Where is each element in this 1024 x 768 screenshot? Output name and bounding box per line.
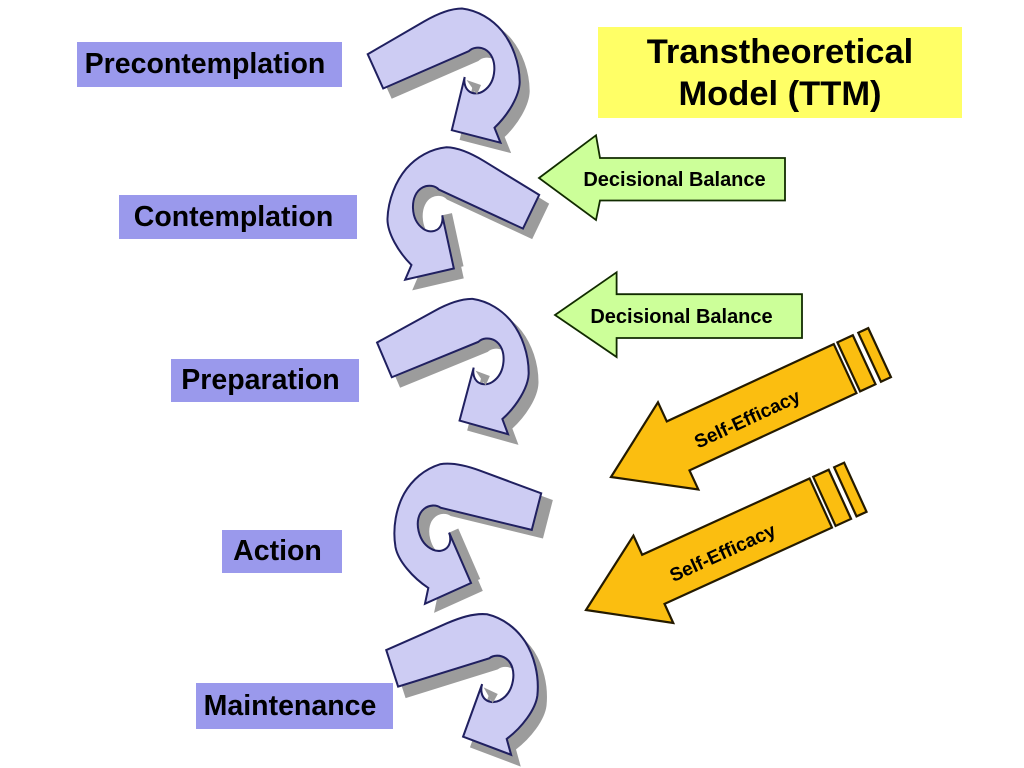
svg-text:Decisional Balance: Decisional Balance: [590, 306, 772, 328]
svg-text:Decisional Balance: Decisional Balance: [583, 169, 765, 191]
